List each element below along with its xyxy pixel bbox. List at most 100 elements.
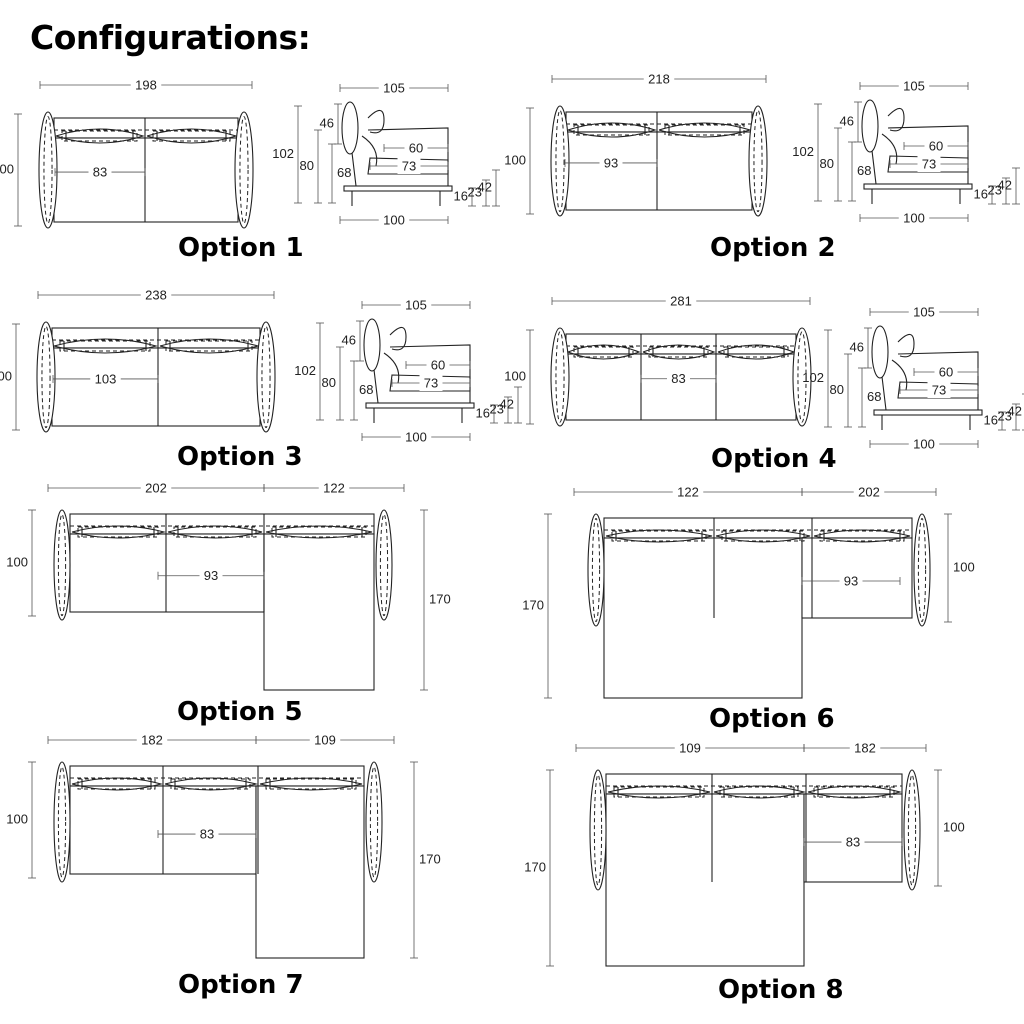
option-6-bolster-left [587,513,605,627]
option-7-label: Option 7 [178,970,304,1000]
option-4-side-d-seat-dim-mask [934,364,958,380]
option-3-back-strip [51,327,261,349]
option-1-side-h1-dim-value: 16 [454,188,468,203]
option-1-side-depth-dim-value: 105 [383,80,405,95]
option-2-side-base [863,183,973,190]
option-3-side-base-dim-mask [400,429,432,445]
option-5-bolster-right-seam [379,513,389,617]
option-5-bolster-left [53,509,71,621]
option-3-seat-body [51,347,261,427]
option-3-side-h1-dim-value: 16 [476,405,490,420]
option-8-main-width-dim-mask [849,740,881,756]
page-title: Configurations: [30,18,311,57]
option-6-seat-dim-value: 93 [844,573,858,588]
option-3-side-h-arm-dim-value: 80 [322,375,336,390]
option-3-side-base-dim-value: 100 [405,429,427,444]
option-1-side-base-dim-mask [378,212,410,228]
option-5-back-cushion-0-inner [77,526,159,538]
option-3-side-d-seat-dim-mask [426,357,450,373]
option-5-main-body [69,533,265,613]
option-2-side-h3-dim-value: 42 [998,177,1012,192]
option-4-side-h-total-dim-value: 102 [802,370,824,385]
option-5-depth-dim-value: 100 [6,554,28,569]
option-3-side-d-cushion-dim-value: 73 [424,375,438,390]
option-3-side-d-cushion-dim-mask [419,375,443,391]
option-3-back-cushion-0-inner [59,340,151,352]
option-2-back-strip [565,111,753,133]
option-3-side-depth-dim-value: 105 [405,297,427,312]
option-5-chaise-width-dim-value: 122 [323,480,345,495]
option-7-bolster-left-seam [57,766,67,878]
option-4-side-back-cushion [891,359,908,391]
option-2-back-cushion-0 [567,122,657,138]
option-7-bolster-right [365,761,383,883]
option-5-chaise-depth-dim-value: 170 [429,591,451,606]
option-3-side-bolster [363,318,381,372]
option-8-bolster-right [903,769,921,891]
option-6-chaise-width-dim-mask [672,484,704,500]
option-2-seat-body [565,131,753,211]
option-8-seat-dim-mask [841,834,865,851]
option-4-bolster-left [550,327,570,427]
option-7-main-width-dim-mask [136,732,168,748]
option-5-label: Option 5 [177,697,303,727]
option-1-side-d-seat-dim-value: 60 [409,140,423,155]
option-6-bolster-right-seam [917,517,927,623]
option-3-bolster-left [36,321,56,433]
option-4-side-d-seat-dim-value: 60 [939,364,953,379]
option-7-chaise-width-dim-value: 109 [314,732,336,747]
option-4-side-h3-dim-value: 42 [1008,403,1022,418]
option-1-side-h3-dim-value: 42 [478,179,492,194]
option-1-width-dim-mask [130,77,162,93]
option-3-width-dim-mask [140,287,172,303]
option-6-main-width-dim-value: 202 [858,484,880,499]
option-1-back-cushion-1-inner [152,130,231,142]
option-3-side-h-total-dim-value: 102 [294,363,316,378]
option-6-bolster-right [913,513,931,627]
option-2-width-dim-mask [643,71,675,87]
option-8-main-width-dim-value: 182 [854,740,876,755]
option-2-seat-dim-mask [599,154,623,171]
option-4-width-dim-mask [665,293,697,309]
option-2-side-bolster [861,99,879,153]
option-8-back-strip [605,773,903,795]
option-1-bolster-right-seam [239,116,249,224]
option-3-side-frame [371,344,471,404]
option-1-back-strip [53,117,239,139]
option-1-side-h-arm-dim-value: 80 [300,158,314,173]
option-1-width-dim-value: 198 [135,77,157,92]
option-3-side-depth-dim-mask [400,297,432,313]
option-2-seat-dim-value: 93 [604,155,618,170]
option-6-back-strip [603,517,913,539]
option-5-main-width-dim-value: 202 [145,480,167,495]
option-7-back-cushion-1-inner [170,778,251,790]
option-3-side-base [365,402,475,409]
option-6-bolster-left-seam [591,517,601,623]
option-4-side-h-arm-dim-value: 80 [830,382,844,397]
option-2-side-depth-dim-value: 105 [903,78,925,93]
option-7-chaise-body [255,785,365,959]
option-2-back-cushion-1-inner [664,124,745,136]
option-5-bolster-left-seam [57,513,67,617]
option-4-bolster-right [792,327,812,427]
option-8-bolster-left [589,769,607,891]
option-2-side-d-seat-dim-value: 60 [929,138,943,153]
option-2-depth-dim-value: 100 [504,152,526,167]
option-4-side-h-back-dim-value: 46 [850,339,864,354]
option-1-depth-dim-value: 100 [0,161,14,176]
option-2-side-h-total-dim-value: 102 [792,144,814,159]
option-1-side-frame [349,127,449,187]
option-1-back-cushion-1 [146,128,238,144]
option-3-bolster-right-seam [261,325,271,429]
option-6-back-cushion-2-inner [819,530,905,542]
option-5-bolster-right [375,509,393,621]
option-4-back-cushion-1 [642,344,716,360]
option-1-side-base [343,185,453,192]
option-4-side-d-cushion-dim-mask [927,382,951,398]
option-5-back-cushion-1-inner [173,526,257,538]
option-6-chaise-body [603,537,803,699]
option-4-seat-body [565,353,797,421]
option-2-side-d-cushion-dim-mask [917,156,941,172]
option-8-depth-dim-value: 100 [943,819,965,834]
option-3-seat-dim-mask [90,370,121,387]
